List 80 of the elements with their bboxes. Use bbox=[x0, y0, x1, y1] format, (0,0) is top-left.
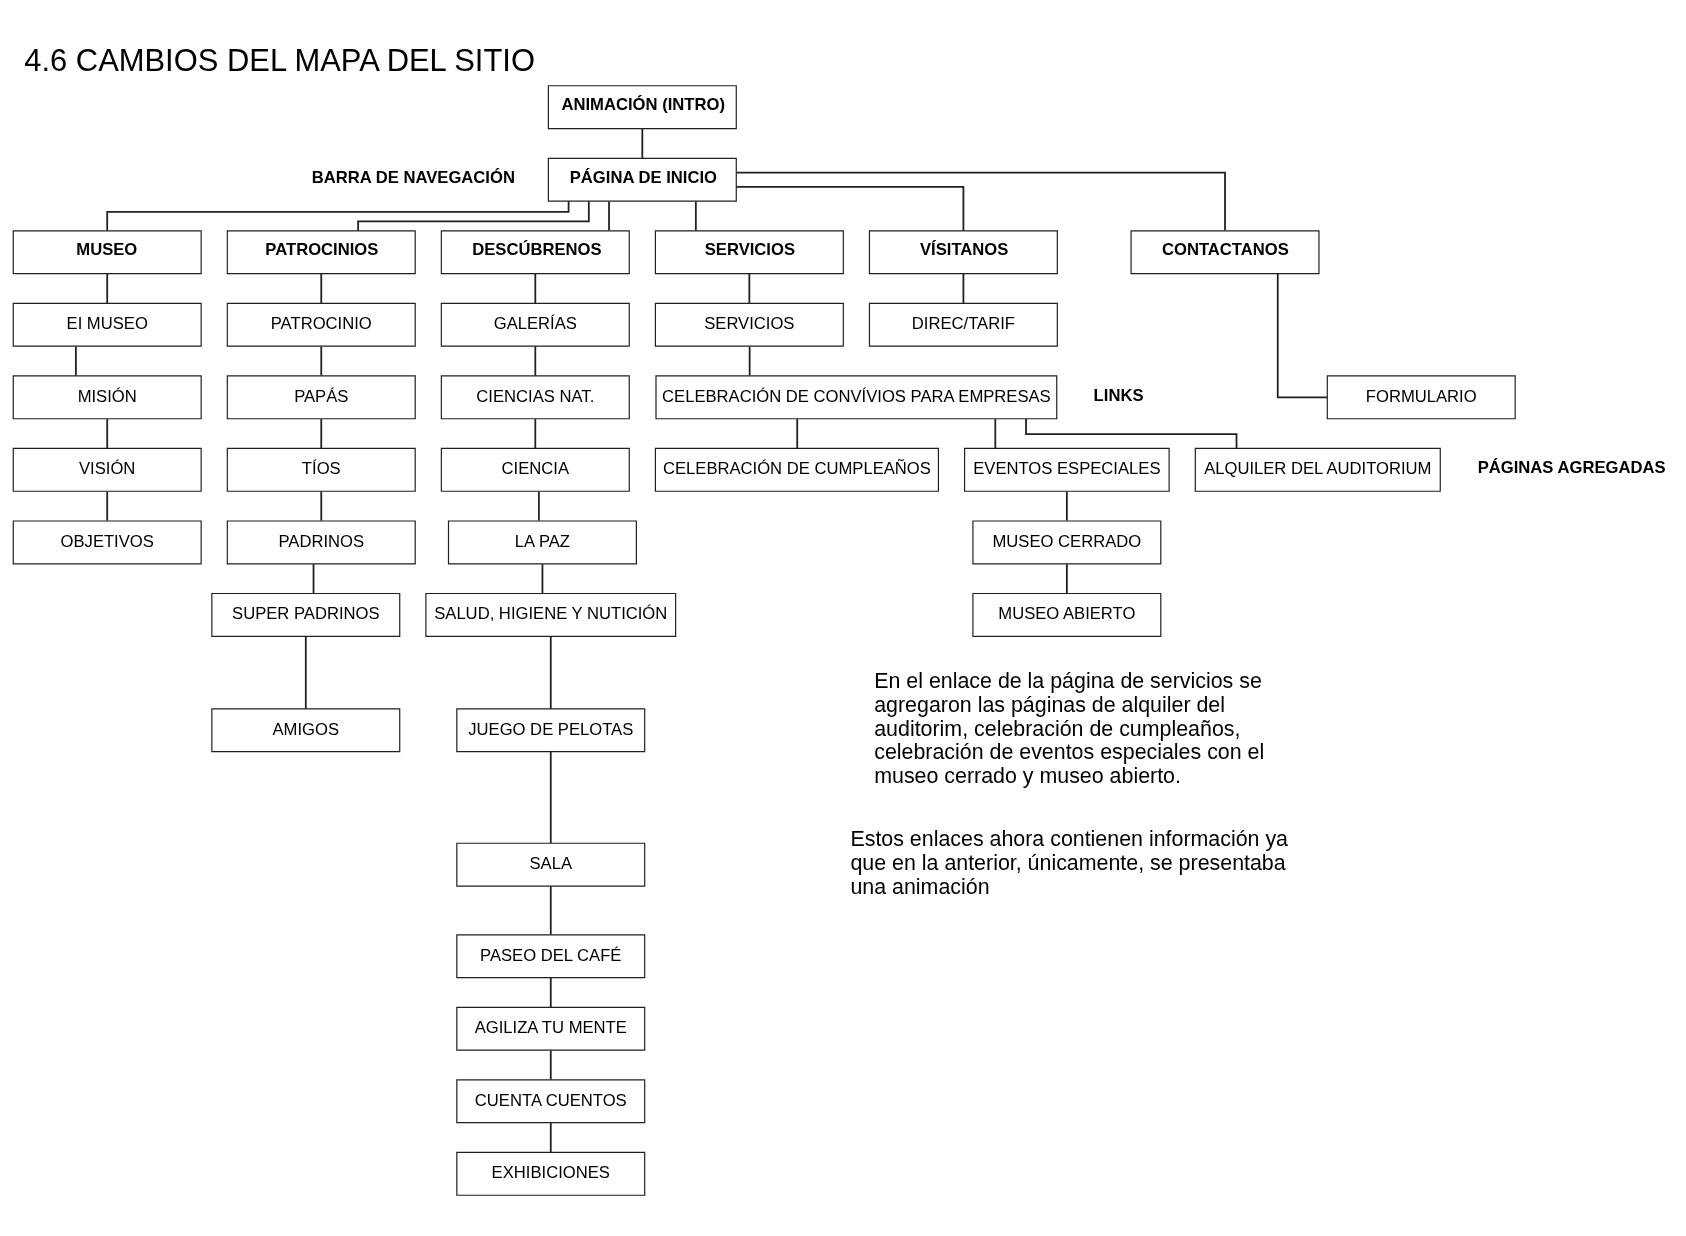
node-box: JUEGO DE PELOTAS bbox=[456, 707, 646, 752]
connector bbox=[748, 345, 751, 376]
connector bbox=[541, 562, 544, 594]
connector bbox=[106, 417, 109, 449]
connector bbox=[549, 750, 552, 844]
node-box: SUPER PADRINOS bbox=[211, 592, 401, 637]
node-box: OBJETIVOS bbox=[12, 519, 202, 564]
diagram-title: 4.6 CAMBIOS DEL MAPA DEL SITIO bbox=[24, 42, 535, 78]
connector bbox=[1065, 490, 1068, 522]
connector bbox=[549, 976, 552, 1008]
node-box: EXHIBICIONES bbox=[456, 1151, 646, 1196]
node-box: EVENTOS ESPECIALES bbox=[964, 447, 1170, 492]
node-box: PATROCINIO bbox=[226, 302, 416, 347]
connector bbox=[694, 200, 697, 231]
node-box: GALERÍAS bbox=[440, 302, 630, 347]
connector bbox=[106, 272, 109, 304]
connector bbox=[1276, 272, 1328, 398]
node-box: TÍOS bbox=[226, 447, 416, 492]
label: Estos enlaces ahora contienen información ya que en la anterior, únicamente, se presentaba una animación bbox=[850, 826, 1289, 899]
connector bbox=[549, 635, 552, 710]
connector bbox=[357, 200, 590, 232]
node-box: CIENCIA bbox=[440, 447, 630, 492]
connector bbox=[534, 417, 537, 449]
connector bbox=[608, 200, 610, 231]
connector bbox=[538, 490, 540, 522]
node-box: ANIMACIÓN (INTRO) bbox=[547, 84, 737, 129]
connector bbox=[320, 417, 323, 449]
node-box: EI MUSEO bbox=[12, 302, 202, 347]
connector bbox=[748, 272, 751, 304]
label: En el enlace de la página de servicios se agregaron las páginas de alquiler del auditorim, celebración de cumpleaños, celebración de eventos especiales con el museo cerrado y museo abierto. bbox=[874, 668, 1265, 788]
connector bbox=[1065, 562, 1068, 594]
connector bbox=[641, 127, 644, 159]
node-box: FORMULARIO bbox=[1326, 374, 1516, 419]
connector bbox=[320, 490, 323, 522]
connector bbox=[106, 490, 109, 522]
node-box: VÍSITANOS bbox=[868, 229, 1058, 274]
node-box: LA PAZ bbox=[447, 519, 637, 564]
node-box: MUSEO ABIERTO bbox=[972, 592, 1162, 637]
node-box: PADRINOS bbox=[226, 519, 416, 564]
node-box: ALQUILER DEL AUDITORIUM bbox=[1194, 447, 1441, 492]
node-box: SALA bbox=[456, 842, 646, 887]
connector bbox=[796, 417, 799, 449]
node-box: MUSEO CERRADO bbox=[972, 519, 1162, 564]
node-box: SERVICIOS bbox=[654, 229, 844, 274]
node-box: AMIGOS bbox=[211, 707, 401, 752]
node-box: SALUD, HIGIENE Y NUTICIÓN bbox=[425, 592, 677, 637]
connector bbox=[534, 272, 537, 304]
connector bbox=[1025, 417, 1238, 449]
connector bbox=[735, 171, 1226, 231]
node-box: CUENTA CUENTOS bbox=[456, 1078, 646, 1123]
node-box: PASEO DEL CAFÉ bbox=[456, 933, 646, 978]
connector bbox=[304, 635, 307, 710]
node-box: PÁGINA DE INICIO bbox=[547, 157, 737, 202]
label: BARRA DE NAVEGACIÓN bbox=[311, 167, 515, 187]
node-box: PATROCINIOS bbox=[226, 229, 416, 274]
node-box: CONTACTANOS bbox=[1130, 229, 1320, 274]
label: PÁGINAS AGREGADAS bbox=[1477, 457, 1666, 477]
node-box: CIENCIAS NAT. bbox=[440, 374, 630, 419]
node-box: AGILIZA TU MENTE bbox=[456, 1006, 646, 1051]
node-box: CELEBRACIÓN DE CONVÍVIOS PARA EMPRESAS bbox=[655, 374, 1058, 419]
connector bbox=[994, 417, 997, 449]
node-box: CELEBRACIÓN DE CUMPLEAÑOS bbox=[654, 447, 940, 492]
connector bbox=[312, 562, 315, 594]
connector bbox=[549, 884, 552, 936]
node-box: SERVICIOS bbox=[654, 302, 844, 347]
connector bbox=[549, 1049, 552, 1080]
node-box: MUSEO bbox=[12, 229, 202, 274]
node-box: PAPÁS bbox=[226, 374, 416, 419]
connector bbox=[534, 345, 537, 376]
label: LINKS bbox=[1093, 385, 1144, 405]
connector bbox=[320, 345, 323, 376]
connector bbox=[75, 345, 77, 376]
connector bbox=[962, 272, 965, 304]
connector bbox=[735, 185, 965, 232]
connector bbox=[549, 1121, 552, 1153]
node-box: DESCÚBRENOS bbox=[440, 229, 630, 274]
connector bbox=[320, 272, 323, 304]
node-box: MISIÓN bbox=[12, 374, 202, 419]
node-box: DIREC/TARIF bbox=[868, 302, 1058, 347]
node-box: VISIÓN bbox=[12, 447, 202, 492]
